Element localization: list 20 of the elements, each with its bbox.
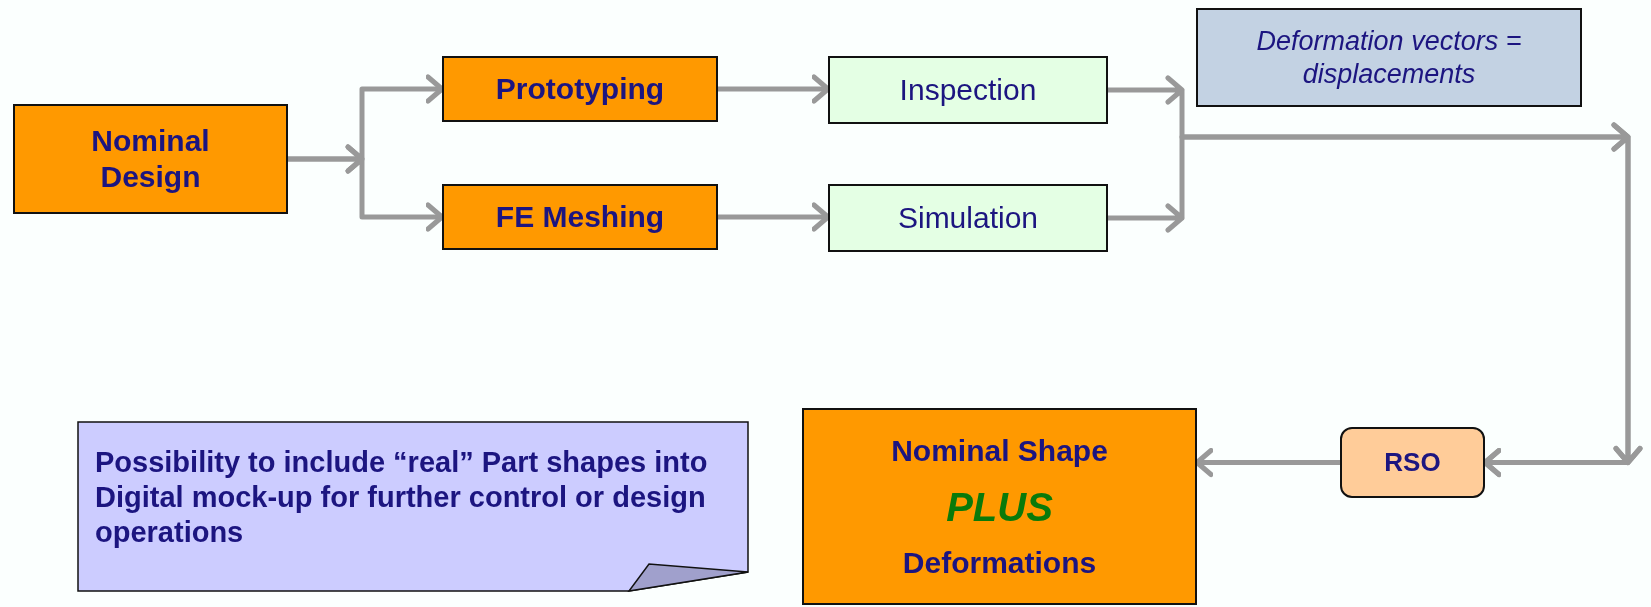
process-box xyxy=(13,104,288,214)
node-label: Deformation vectors = displacements xyxy=(1255,25,1523,90)
process-box xyxy=(442,56,718,122)
node-label: Prototyping xyxy=(495,71,665,107)
process-box xyxy=(442,184,718,250)
node-label: Nominal Shape xyxy=(891,432,1108,469)
node-label: Simulation xyxy=(897,200,1039,236)
node-label: Deformations xyxy=(902,544,1097,581)
process-box xyxy=(1340,427,1485,498)
node-label: FE Meshing xyxy=(495,199,665,235)
process-box xyxy=(828,184,1108,252)
process-box xyxy=(828,56,1108,124)
node-label: Possibility to include “real” Part shapes into Digital mock-up for further control or design operations xyxy=(95,445,709,550)
node-label: RSO xyxy=(1384,446,1441,479)
note-card xyxy=(77,421,749,592)
emphasis-text: PLUS xyxy=(946,483,1053,531)
node-label: Nominal Design xyxy=(90,123,211,195)
note-box xyxy=(1196,8,1582,107)
node-label: Inspection xyxy=(899,72,1037,108)
result-box xyxy=(802,408,1197,605)
